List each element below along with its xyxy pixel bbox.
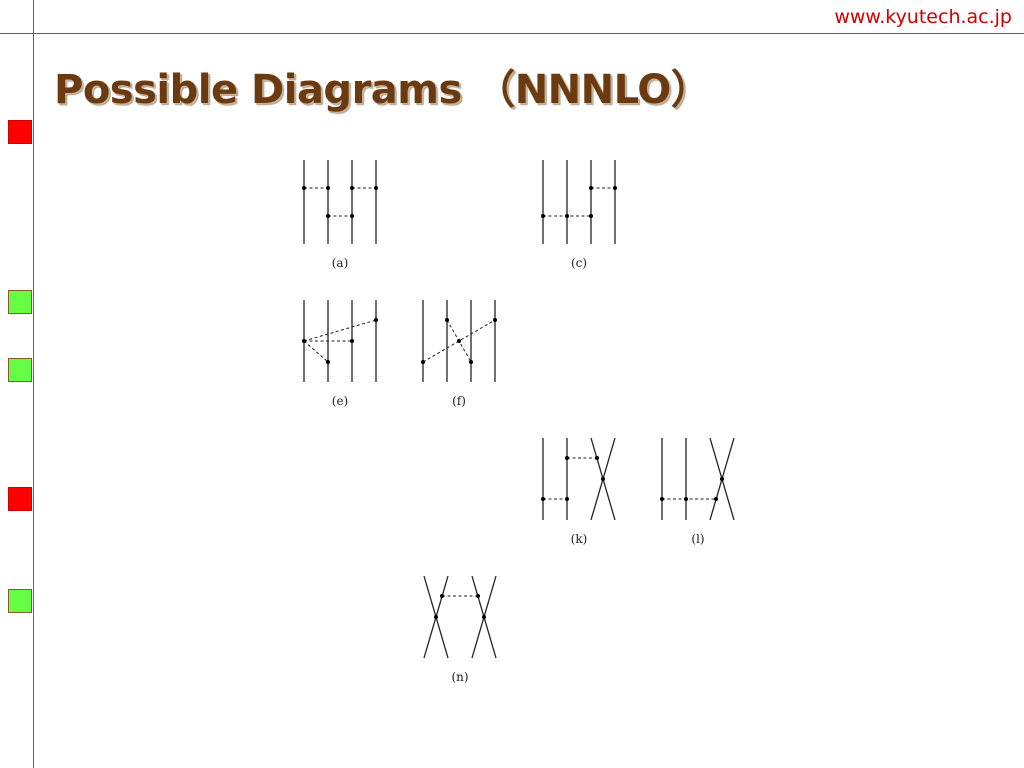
diagram-k [541,437,616,521]
diagram-e-label: (e) [331,394,349,408]
vertical-rule [33,0,34,768]
diagram-n-label: (n) [451,670,469,684]
marker-red-2 [8,487,32,511]
diagram-l [660,437,735,521]
diagram-f-label: (f) [452,394,466,408]
diagram-n [423,575,497,659]
marker-green-2 [8,358,32,382]
diagram-f [421,300,497,382]
slide-title: Possible Diagrams （NNNLO） [54,67,711,113]
diagram-c [541,160,617,244]
diagram-e [302,300,378,382]
diagram-k-label: (k) [570,532,588,546]
horizontal-rule [0,33,1024,34]
site-url[interactable]: www.kyutech.ac.jp [834,6,1012,28]
diagram-a [302,160,378,244]
marker-green-3 [8,589,32,613]
marker-red-1 [8,120,32,144]
diagram-c-label: (c) [570,256,588,270]
diagram-l-label: (l) [691,532,705,546]
marker-green-1 [8,290,32,314]
diagram-a-label: (a) [331,256,349,270]
